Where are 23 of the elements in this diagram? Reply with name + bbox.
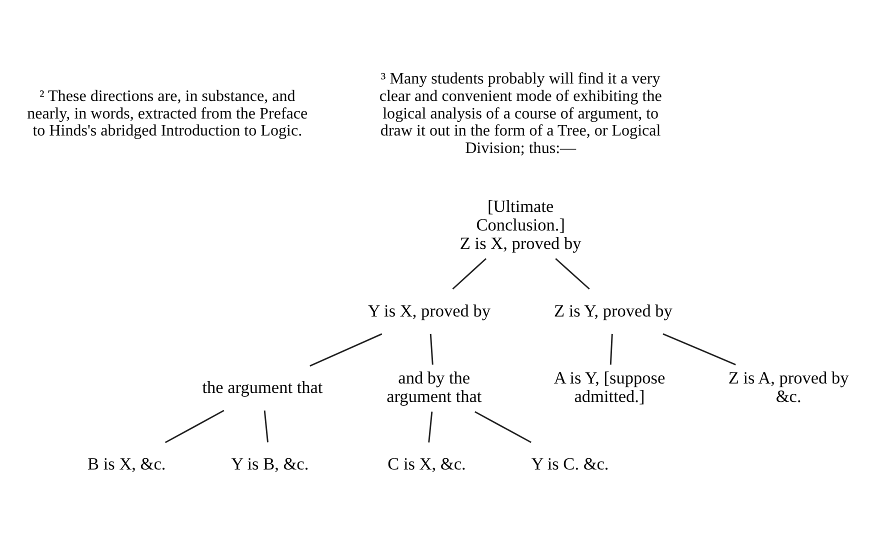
node-text: the argument that [202, 378, 323, 397]
node-text: C is X, &c. [388, 454, 466, 474]
connector [164, 410, 224, 444]
node-text: [Ultimate Conclusion.] Z is X, proved by [460, 196, 582, 253]
label: ² These directions are, in substance, and nearly, in words, extracted from the Preface to Hinds's abridged Introduction to Logic. [27, 88, 308, 140]
node-text: Y is C. &c. [531, 454, 609, 474]
node-text: Y is X, proved by [368, 301, 491, 320]
node-text: A is Y, [suppose admitted.] [554, 368, 666, 406]
connector [264, 410, 268, 442]
connector [662, 333, 736, 366]
node-text: and by the argument that [386, 368, 482, 406]
label: ³ Many students probably will find it a very clear and convenient mode of exhibiting the logical analysis of a course of argument, to draw it out in the form of a Tree, or Logical Division; thus:— [379, 70, 662, 157]
connector [452, 258, 487, 290]
connector [474, 411, 532, 444]
connector [610, 334, 613, 365]
connector [428, 412, 433, 442]
connector [430, 334, 434, 365]
node-text: Z is Y, proved by [554, 301, 672, 320]
node-text: Z is A, proved by &c. [728, 368, 849, 406]
connector [555, 258, 590, 290]
connector [310, 333, 382, 367]
node-text: Y is B, &c. [231, 454, 309, 474]
node-text: B is X, &c. [88, 454, 166, 474]
